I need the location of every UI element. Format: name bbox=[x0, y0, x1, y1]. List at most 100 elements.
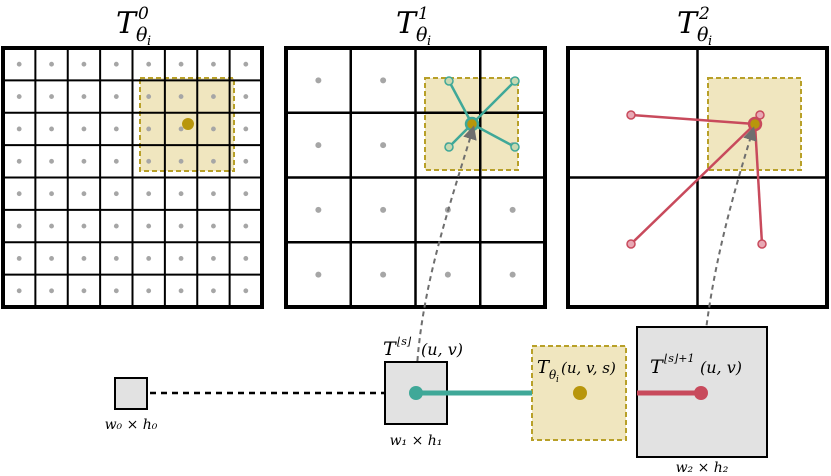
interp-title: T θ i (u, v, s) bbox=[537, 357, 616, 385]
interp-title-sub: θ bbox=[549, 368, 557, 382]
box1-title-base: T bbox=[383, 338, 397, 360]
sample-dot bbox=[146, 126, 152, 132]
sample-dot bbox=[146, 158, 152, 164]
sample-dot bbox=[81, 158, 87, 164]
grid-lines-1 bbox=[286, 48, 545, 307]
grid-level-0 bbox=[1, 46, 264, 309]
sample-dot bbox=[16, 288, 22, 294]
query-point-0 bbox=[182, 118, 194, 130]
sample-dot bbox=[81, 256, 87, 261]
grid-level-1 bbox=[284, 46, 547, 309]
sample-dot bbox=[380, 77, 387, 84]
grid-border-1 bbox=[284, 46, 547, 309]
box1-title: T ⌊s⌋ (u, v) bbox=[383, 335, 463, 360]
sample-dot bbox=[315, 142, 322, 149]
sample-dot bbox=[81, 94, 87, 99]
sample-dot bbox=[243, 61, 249, 67]
sample-dot bbox=[113, 61, 119, 67]
sample-dot bbox=[146, 256, 152, 261]
teal-neighbor-dots bbox=[444, 76, 520, 152]
sample-dot bbox=[49, 61, 54, 67]
grid-title-2-base: T bbox=[677, 6, 699, 41]
sample-dot bbox=[243, 126, 249, 132]
interp-title-base: T bbox=[537, 357, 551, 378]
grid-border-2 bbox=[566, 46, 829, 309]
sample-dot bbox=[178, 256, 184, 261]
box1-title-sup: ⌊s⌋ bbox=[397, 335, 412, 348]
sample-dot bbox=[81, 126, 87, 132]
box2-title-base: T bbox=[650, 356, 664, 378]
sample-dot bbox=[49, 288, 54, 294]
sample-dots-0 bbox=[16, 61, 249, 294]
box1-size-label: w₁ × h₁ bbox=[390, 433, 443, 449]
grid-title-2-sup: 2 bbox=[698, 4, 710, 24]
sample-dot bbox=[49, 94, 54, 99]
sample-dot bbox=[178, 61, 184, 67]
sample-dot bbox=[113, 191, 119, 197]
box2-sample-point bbox=[694, 386, 708, 400]
sample-dot bbox=[178, 288, 184, 294]
sample-dot bbox=[16, 61, 22, 67]
teal-edge-nw bbox=[447, 80, 474, 125]
sample-dot bbox=[178, 223, 184, 229]
teal-edge-se bbox=[471, 122, 516, 149]
teal-connections bbox=[447, 80, 516, 149]
sample-dot bbox=[178, 191, 184, 197]
sample-dot bbox=[146, 61, 152, 67]
sample-dot bbox=[113, 288, 119, 294]
grid-title-2: T θ i 2 bbox=[677, 4, 712, 49]
sample-dot bbox=[315, 271, 322, 278]
box2-title-sup: ⌊s⌋+1 bbox=[664, 352, 694, 365]
sample-dot bbox=[211, 158, 216, 164]
red-edge-sw bbox=[630, 123, 756, 245]
grid-lines-2 bbox=[568, 48, 827, 307]
box2-title: T ⌊s⌋+1 (u, v) bbox=[650, 352, 742, 378]
sample-dot bbox=[211, 126, 216, 132]
sample-dot bbox=[81, 61, 87, 67]
sample-dot bbox=[380, 271, 387, 278]
sample-dot bbox=[178, 158, 184, 164]
sample-dot bbox=[113, 94, 119, 99]
interp-title-args: (u, v, s) bbox=[561, 359, 616, 377]
sample-dot bbox=[509, 206, 516, 213]
box1-title-args: (u, v) bbox=[421, 340, 463, 359]
sample-dot bbox=[444, 271, 451, 278]
sample-dot bbox=[49, 191, 54, 197]
teal-neighbor-se bbox=[510, 142, 520, 152]
sample-dot bbox=[243, 256, 249, 261]
sample-dot bbox=[81, 191, 87, 197]
grid-title-2-sub: θ bbox=[697, 24, 709, 46]
sample-dot bbox=[211, 61, 216, 67]
sample-dot bbox=[49, 126, 54, 132]
grid-title-1-subsub: i bbox=[427, 34, 431, 49]
red-neighbor-sw bbox=[626, 239, 636, 249]
sample-dot bbox=[380, 142, 387, 149]
grid-title-2-subsub: i bbox=[708, 34, 712, 49]
grid-title-0-base: T bbox=[116, 6, 138, 41]
sample-dot bbox=[81, 223, 87, 229]
sample-dot bbox=[380, 206, 387, 213]
query-point-2 bbox=[747, 116, 763, 132]
sample-dot bbox=[16, 94, 22, 99]
interp-title-subsub: i bbox=[556, 375, 559, 385]
red-neighbor-nw bbox=[626, 110, 636, 120]
sample-dot bbox=[146, 288, 152, 294]
lookup-arrow-2 bbox=[700, 126, 757, 389]
box2-size-label: w₂ × h₂ bbox=[676, 460, 729, 476]
sample-dot bbox=[16, 256, 22, 261]
grid-title-0: T θ i 0 bbox=[116, 4, 151, 49]
sample-dot bbox=[16, 126, 22, 132]
sample-dot bbox=[211, 94, 216, 99]
sample-dot bbox=[243, 191, 249, 197]
interp-query-point bbox=[573, 386, 587, 400]
sample-dot bbox=[243, 223, 249, 229]
sample-dot bbox=[113, 256, 119, 261]
teal-neighbor-nw bbox=[444, 76, 454, 86]
grid-title-0-sup: 0 bbox=[138, 4, 149, 24]
sample-dot bbox=[509, 271, 516, 278]
sample-dot bbox=[243, 94, 249, 99]
sample-dot bbox=[16, 223, 22, 229]
box1-sample-point bbox=[409, 386, 423, 400]
grid-title-0-subsub: i bbox=[147, 34, 151, 49]
